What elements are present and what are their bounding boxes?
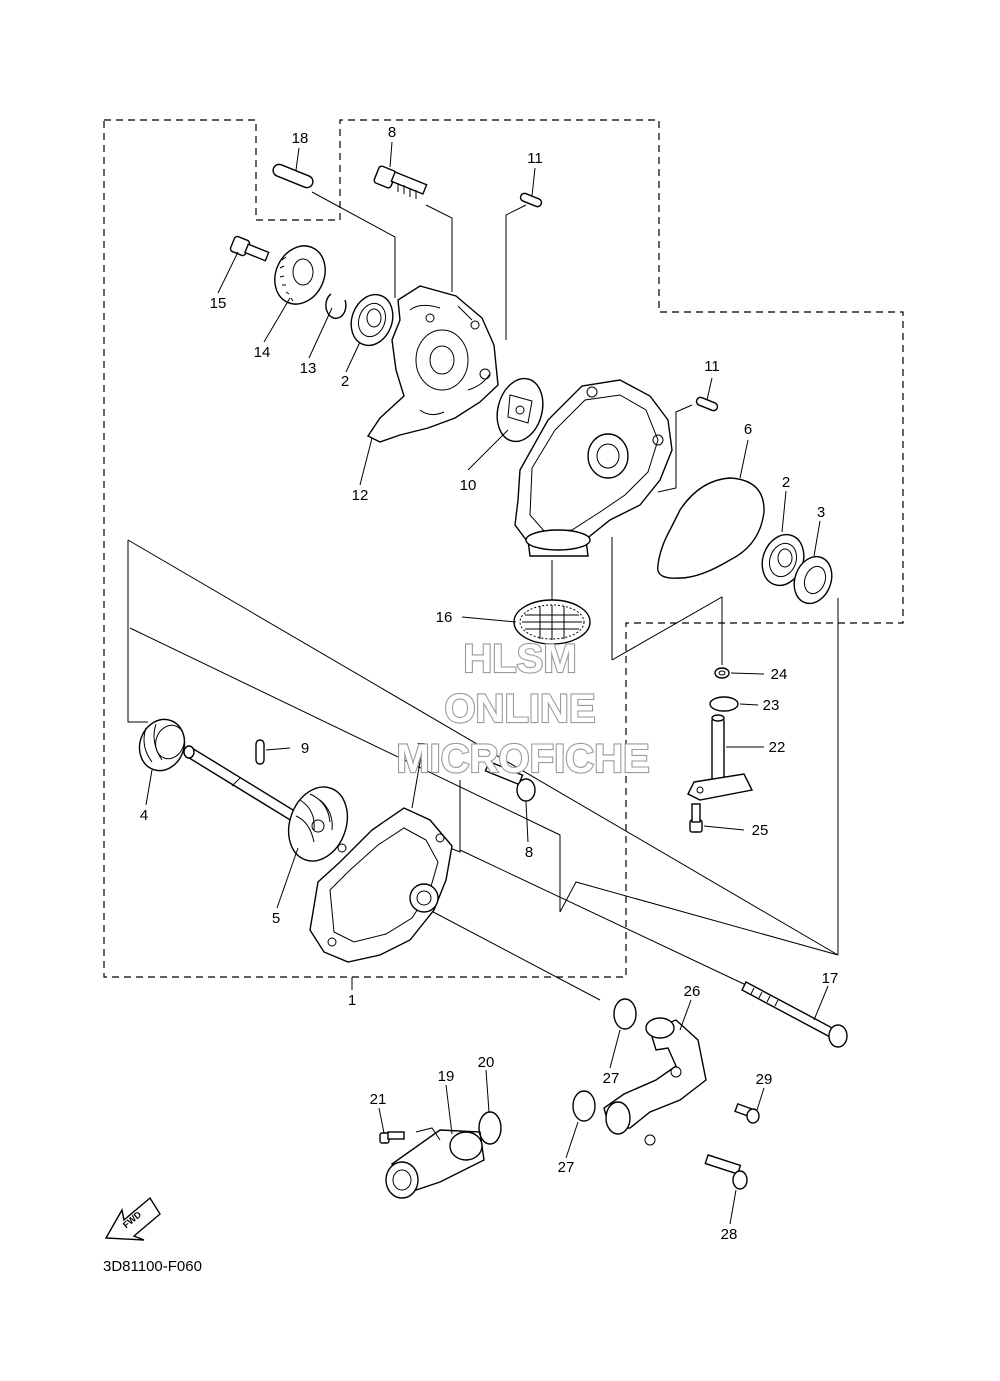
part-shaft bbox=[183, 745, 308, 827]
fwd-arrow-icon: FWD bbox=[104, 1196, 161, 1241]
callout-9: 9 bbox=[301, 740, 309, 757]
part-impeller-5 bbox=[287, 786, 349, 862]
part-pin-11-upper bbox=[519, 192, 543, 208]
callout-19: 19 bbox=[438, 1068, 455, 1085]
callout-26: 26 bbox=[684, 983, 701, 1000]
watermark-line-2: ONLINE bbox=[444, 687, 595, 731]
part-gasket-6 bbox=[656, 477, 765, 579]
diagram-code: 3D81100-F060 bbox=[103, 1258, 202, 1275]
part-gear-14 bbox=[274, 245, 326, 305]
callout-labels: 18 8 11 15 14 13 2 12 10 11 6 2 3 16 24 … bbox=[140, 124, 839, 1243]
callout-1: 1 bbox=[348, 992, 356, 1009]
callout-22: 22 bbox=[769, 739, 786, 756]
watermark: HLSM ONLINE MICROFICHE bbox=[395, 636, 651, 782]
part-bolt-8-upper bbox=[373, 165, 428, 199]
part-bearing-2-upper bbox=[350, 293, 394, 347]
part-pump-cover bbox=[514, 379, 673, 557]
part-bolt-25 bbox=[689, 803, 703, 833]
callout-12: 12 bbox=[352, 487, 369, 504]
callout-25: 25 bbox=[752, 822, 769, 839]
callout-28: 28 bbox=[721, 1226, 738, 1243]
part-pin-9 bbox=[255, 739, 265, 765]
callout-8-lower: 8 bbox=[525, 844, 533, 861]
part-bolt-29 bbox=[734, 1102, 760, 1124]
callout-20: 20 bbox=[478, 1054, 495, 1071]
callout-11-lower: 11 bbox=[704, 358, 720, 375]
callout-8-upper: 8 bbox=[388, 124, 396, 141]
callout-15: 15 bbox=[210, 295, 227, 312]
callout-10: 10 bbox=[460, 477, 477, 494]
callout-leaders bbox=[145, 141, 829, 1225]
part-washer-24 bbox=[714, 667, 730, 679]
part-seal-4 bbox=[138, 718, 186, 772]
part-circlip-13 bbox=[325, 293, 347, 320]
part-o-ring-27b bbox=[572, 1090, 596, 1122]
part-housing-12 bbox=[366, 285, 499, 443]
callout-11-upper: 11 bbox=[527, 150, 543, 167]
callout-3: 3 bbox=[817, 504, 825, 521]
part-pin-11-lower bbox=[695, 396, 719, 412]
part-pipe-26 bbox=[603, 1017, 707, 1146]
watermark-line-1: HLSM bbox=[463, 637, 576, 681]
callout-16: 16 bbox=[436, 609, 453, 626]
part-bolt-8-lower bbox=[484, 760, 536, 802]
callout-29: 29 bbox=[756, 1071, 773, 1088]
leader-lines bbox=[127, 191, 839, 1001]
part-bolt-17 bbox=[741, 981, 848, 1048]
part-o-ring-27a bbox=[613, 998, 637, 1030]
callout-6: 6 bbox=[744, 421, 752, 438]
callout-14: 14 bbox=[254, 344, 271, 361]
callout-2-upper: 2 bbox=[341, 373, 349, 390]
callout-2-lower: 2 bbox=[782, 474, 790, 491]
assembly-boundary bbox=[103, 119, 904, 990]
part-housing-7 bbox=[309, 807, 453, 963]
callout-21: 21 bbox=[370, 1091, 387, 1108]
watermark-line-3: MICROFICHE bbox=[396, 737, 649, 781]
part-oil-seal-3 bbox=[793, 555, 833, 605]
callout-17: 17 bbox=[822, 970, 839, 987]
callout-7: 7 bbox=[417, 740, 425, 757]
callout-4: 4 bbox=[140, 807, 148, 824]
callout-13: 13 bbox=[300, 360, 317, 377]
part-dowel-pin-18 bbox=[272, 163, 314, 189]
callout-23: 23 bbox=[763, 697, 780, 714]
part-rotor-10 bbox=[496, 377, 544, 443]
part-joint-19 bbox=[385, 1127, 485, 1199]
part-bolt-28 bbox=[704, 1154, 748, 1190]
part-o-ring-20 bbox=[478, 1111, 502, 1145]
callout-5: 5 bbox=[272, 910, 280, 927]
callout-27-lower: 27 bbox=[558, 1159, 575, 1176]
part-bolt-21 bbox=[379, 1131, 405, 1144]
part-o-ring-23 bbox=[709, 696, 739, 712]
callout-27-upper: 27 bbox=[603, 1070, 620, 1087]
callout-18: 18 bbox=[292, 130, 309, 147]
part-pipe-22 bbox=[687, 714, 754, 801]
callout-24: 24 bbox=[771, 666, 788, 683]
